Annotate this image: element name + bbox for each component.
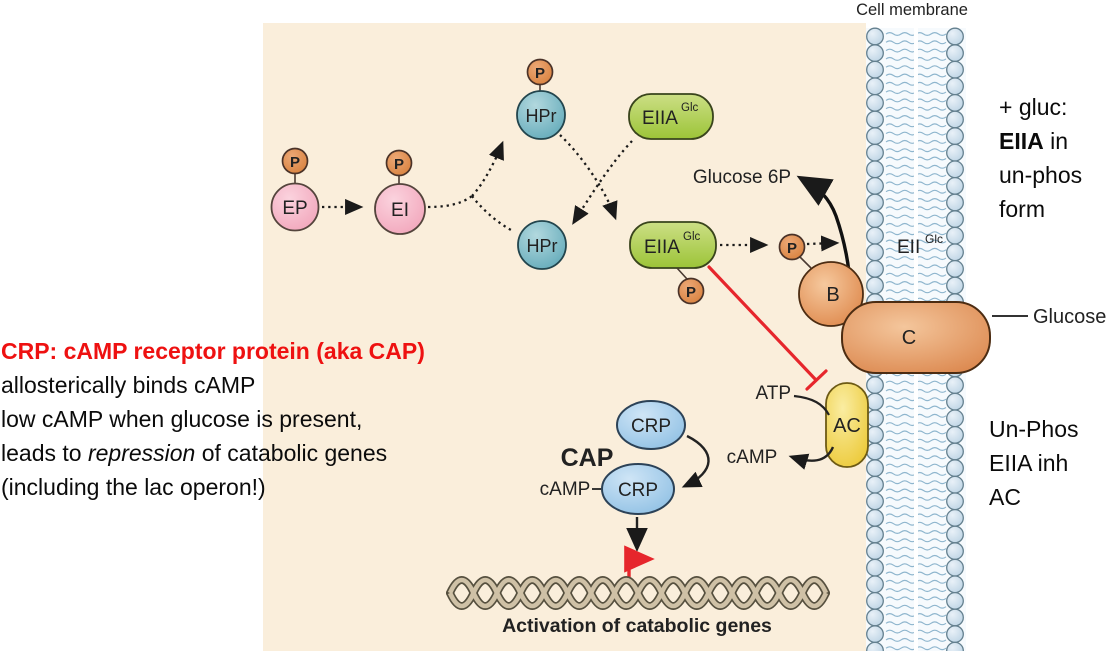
phosphate-circle [281, 147, 309, 175]
camp-label-left: cAMP [540, 479, 591, 500]
arrow-ac-to-camp [788, 446, 835, 470]
svg-text:EIIA: EIIA [644, 237, 680, 258]
protein-eiia: EIIA Glc [628, 93, 714, 140]
phosphate-circle [677, 277, 705, 305]
svg-text:AC: AC [833, 415, 861, 437]
left-annotation: CRP: cAMP receptor protein (aka CAP) all… [1, 334, 425, 504]
eii-glc-label: EII Glc [897, 232, 943, 258]
promoter-arrow [624, 545, 655, 579]
protein-ac: AC [825, 382, 869, 468]
camp-label-right: cAMP [727, 447, 778, 468]
atp-to-ac-line [793, 394, 830, 416]
svg-text:CRP: CRP [618, 480, 658, 501]
protein-crp-camp-complex: CRP [601, 463, 675, 515]
glucose-label: Glucose [1033, 306, 1106, 328]
left-annotation-line: allosterically binds cAMP [1, 372, 256, 398]
left-annotation-title: CRP: cAMP receptor protein (aka CAP) [1, 338, 425, 364]
svg-text:HPr: HPr [527, 236, 558, 256]
protein-eiic: C [841, 301, 991, 374]
dna-helix [446, 576, 830, 610]
glucose6p-label: Glucose 6P [693, 167, 791, 188]
left-annotation-line: leads to repression of catabolic genes [1, 440, 388, 466]
svg-text:Glc: Glc [925, 232, 943, 246]
cap-label: CAP [561, 444, 614, 472]
right-bottom-annotation: Un-Phos EIIA inh AC [989, 416, 1079, 510]
phosphate-circle [526, 58, 554, 86]
right-top-annotation: + gluc: EIIA in un-phos form [999, 94, 1083, 222]
arrows-hpr-eiia-exchange [559, 134, 633, 225]
cell-membrane-label: Cell membrane [856, 1, 968, 19]
protein-crp: CRP [616, 400, 686, 450]
inhibition-line [707, 265, 828, 391]
svg-text:EII: EII [897, 237, 920, 258]
protein-ep: P EP [270, 147, 320, 232]
svg-text:EIIA: EIIA [642, 108, 678, 129]
protein-hpr-phosphorylated: P HPr [516, 58, 566, 140]
svg-text:P: P [787, 240, 797, 257]
svg-text:EI: EI [391, 200, 409, 221]
svg-text:P: P [394, 156, 404, 173]
left-annotation-line: low cAMP when glucose is present, [1, 406, 363, 432]
protein-eiib: B [798, 261, 864, 327]
left-annotation-line: (including the lac operon!) [1, 474, 266, 500]
svg-text:CRP: CRP [631, 416, 671, 437]
svg-text:Glc: Glc [683, 231, 701, 243]
phosphate-circle [385, 149, 413, 177]
activation-caption: Activation of catabolic genes [502, 615, 772, 637]
diagram-panel [263, 23, 866, 651]
arrow-phosphate-to-eii [806, 235, 840, 252]
svg-text:B: B [826, 284, 839, 306]
svg-text:HPr: HPr [526, 106, 557, 126]
atp-label: ATP [755, 383, 791, 404]
svg-text:C: C [902, 327, 916, 349]
protein-eiia-phosphorylated: EIIA Glc P [629, 221, 717, 305]
svg-text:P: P [290, 154, 300, 171]
phosphate-circle [778, 233, 806, 261]
arrow-crp-binds-camp [681, 434, 710, 488]
svg-text:P: P [686, 284, 696, 301]
svg-text:Glc: Glc [681, 102, 699, 114]
protein-hpr: HPr [517, 220, 567, 270]
phosphate-transfer: P [778, 233, 812, 269]
svg-text:EP: EP [282, 198, 307, 219]
svg-text:P: P [535, 65, 545, 82]
protein-ei: P EI [374, 149, 426, 235]
